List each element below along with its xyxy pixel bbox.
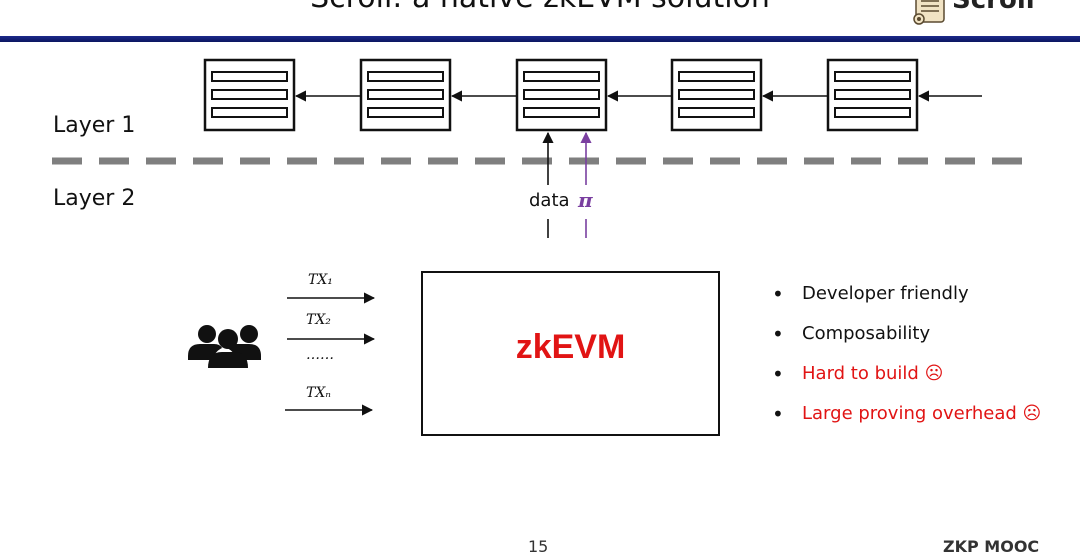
- zkevm-box: [421, 271, 720, 436]
- bullet-dot: •: [772, 402, 784, 426]
- layer-2-label: Layer 2: [53, 186, 136, 211]
- scroll-logo-icon: [913, 0, 945, 25]
- bullet-text: Composability: [802, 323, 931, 344]
- bullet-dot: •: [772, 322, 784, 346]
- bullet-dot: •: [772, 362, 784, 386]
- txn-label: TXₙ: [306, 385, 331, 401]
- data-label: data: [529, 190, 570, 211]
- l1-block-3: [515, 58, 608, 132]
- bullet-dot: •: [772, 282, 784, 306]
- zkevm-label: zkEVM: [515, 328, 626, 366]
- l1-block-4: [670, 58, 763, 132]
- l1-block-5: [826, 58, 919, 132]
- bullet-text: Hard to build ☹: [802, 363, 944, 384]
- layer-1-label: Layer 1: [53, 113, 136, 138]
- l1-block-2: [359, 58, 452, 132]
- tx1-label: TX₁: [308, 272, 333, 288]
- bullet-text: Large proving overhead ☹: [802, 403, 1042, 424]
- logo-text: Scroll: [952, 0, 1035, 15]
- l1-block-1: [203, 58, 296, 132]
- title-rule: [0, 36, 1080, 42]
- tx-ellipsis: ……: [306, 347, 334, 363]
- tx2-label: TX₂: [306, 312, 331, 328]
- bullet-text: Developer friendly: [802, 283, 969, 304]
- page-number: 15: [528, 537, 549, 556]
- proof-symbol: π: [578, 188, 593, 212]
- users-group-icon: [188, 325, 261, 368]
- slide-title: Scroll: a native zkEVM solution: [0, 0, 1080, 18]
- footer-brand: ZKP MOOC: [943, 537, 1040, 556]
